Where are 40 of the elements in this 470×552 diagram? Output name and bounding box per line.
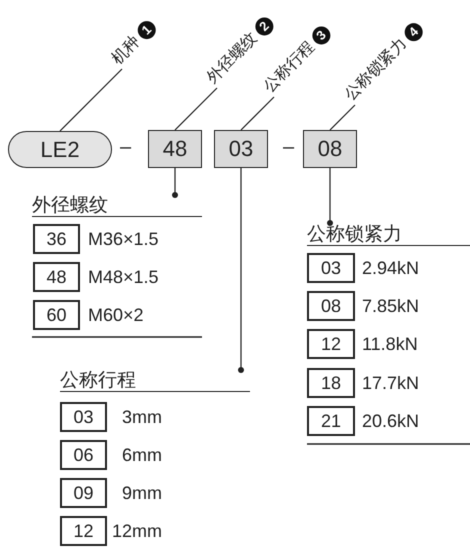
dash-sign: – [120,136,132,159]
value-text: 6mm [122,446,162,464]
code-box: 03 [307,253,355,283]
connector-line [238,168,244,373]
leader-line [174,88,218,130]
code-box: 12 [307,329,355,359]
leader-line [330,104,356,130]
code-box: 03 [60,402,107,432]
table-heading: 公称锁紧力 [307,223,470,246]
leader-line [60,68,122,132]
value-text: 20.6kN [362,412,420,430]
value-text: 11.8kN [362,335,418,353]
code-box: 12 [60,516,107,546]
code-box: 48 [33,262,80,292]
code-box: 36 [33,224,80,254]
code-box: 08 [303,130,357,168]
code-box: 06 [60,440,107,470]
code-box: 08 [307,291,355,321]
connector-line [172,168,178,198]
value-text: M48×1.5 [88,268,159,286]
code-box: 48 [148,130,202,168]
code-box: 03 [214,130,268,168]
code-box: 21 [307,406,355,436]
value-text: 12mm [112,522,162,540]
dash-sign: – [283,136,294,159]
value-text: M36×1.5 [88,230,159,248]
code-box: 18 [307,368,355,398]
leader-line [240,96,274,130]
connector-line [327,168,333,226]
code-box: 60 [33,300,80,330]
model-pill: LE2 [8,131,112,168]
value-text: 17.7kN [362,374,420,392]
code-box: 09 [60,478,107,508]
value-text: 2.94kN [362,259,420,277]
table-heading: 外径螺纹 [32,195,202,217]
value-text: 9mm [122,484,162,502]
table-heading: 公称行程 [60,370,250,392]
value-text: 7.85kN [362,297,420,315]
value-text: M60×2 [88,306,144,324]
value-text: 3mm [122,408,162,426]
